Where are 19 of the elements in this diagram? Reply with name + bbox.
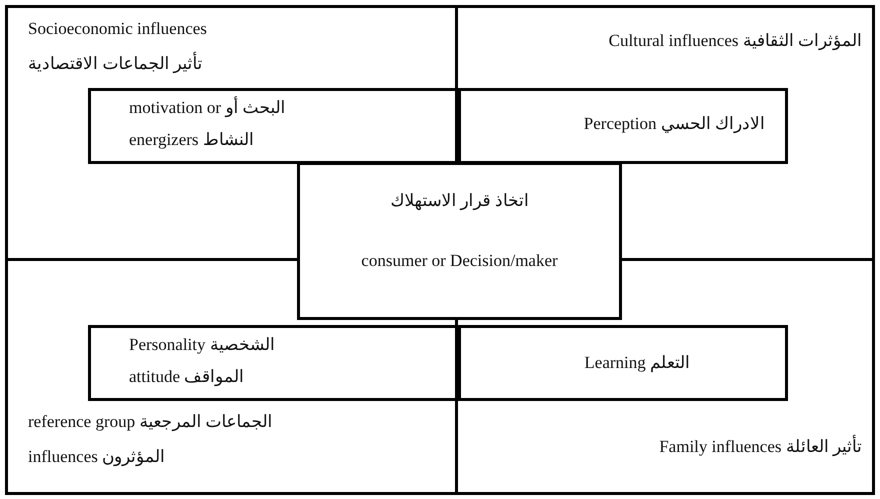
node-label: المؤثرات الثقافية Cultural influences [608, 30, 862, 52]
node-label: Socioeconomic influences [28, 18, 207, 40]
node-label: energizers النشاط [129, 129, 254, 151]
factor-box [458, 88, 788, 164]
node-label: consumer or Decision/maker [361, 250, 558, 272]
node-label: influences المؤثرون [28, 446, 166, 468]
node-label: تأثير الجماعات الاقتصادية [28, 53, 202, 75]
factor-box [458, 325, 788, 401]
node-label: اتخاذ قرار الاستهلاك [390, 190, 529, 212]
node-label: Personality الشخصية [129, 334, 275, 356]
node-label: reference group الجماعات المرجعية [28, 411, 273, 433]
factor-box [88, 88, 458, 164]
node-label: attitude المواقف [129, 366, 244, 388]
factor-box [88, 325, 458, 401]
node-label: motivation or البحث أو [129, 97, 286, 119]
node-label: Learning التعلم [584, 352, 690, 374]
node-label: تأثير العائلة Family influences [659, 436, 862, 458]
center-box [297, 162, 622, 320]
node-label: الادراك الحسي Perception [584, 113, 765, 135]
